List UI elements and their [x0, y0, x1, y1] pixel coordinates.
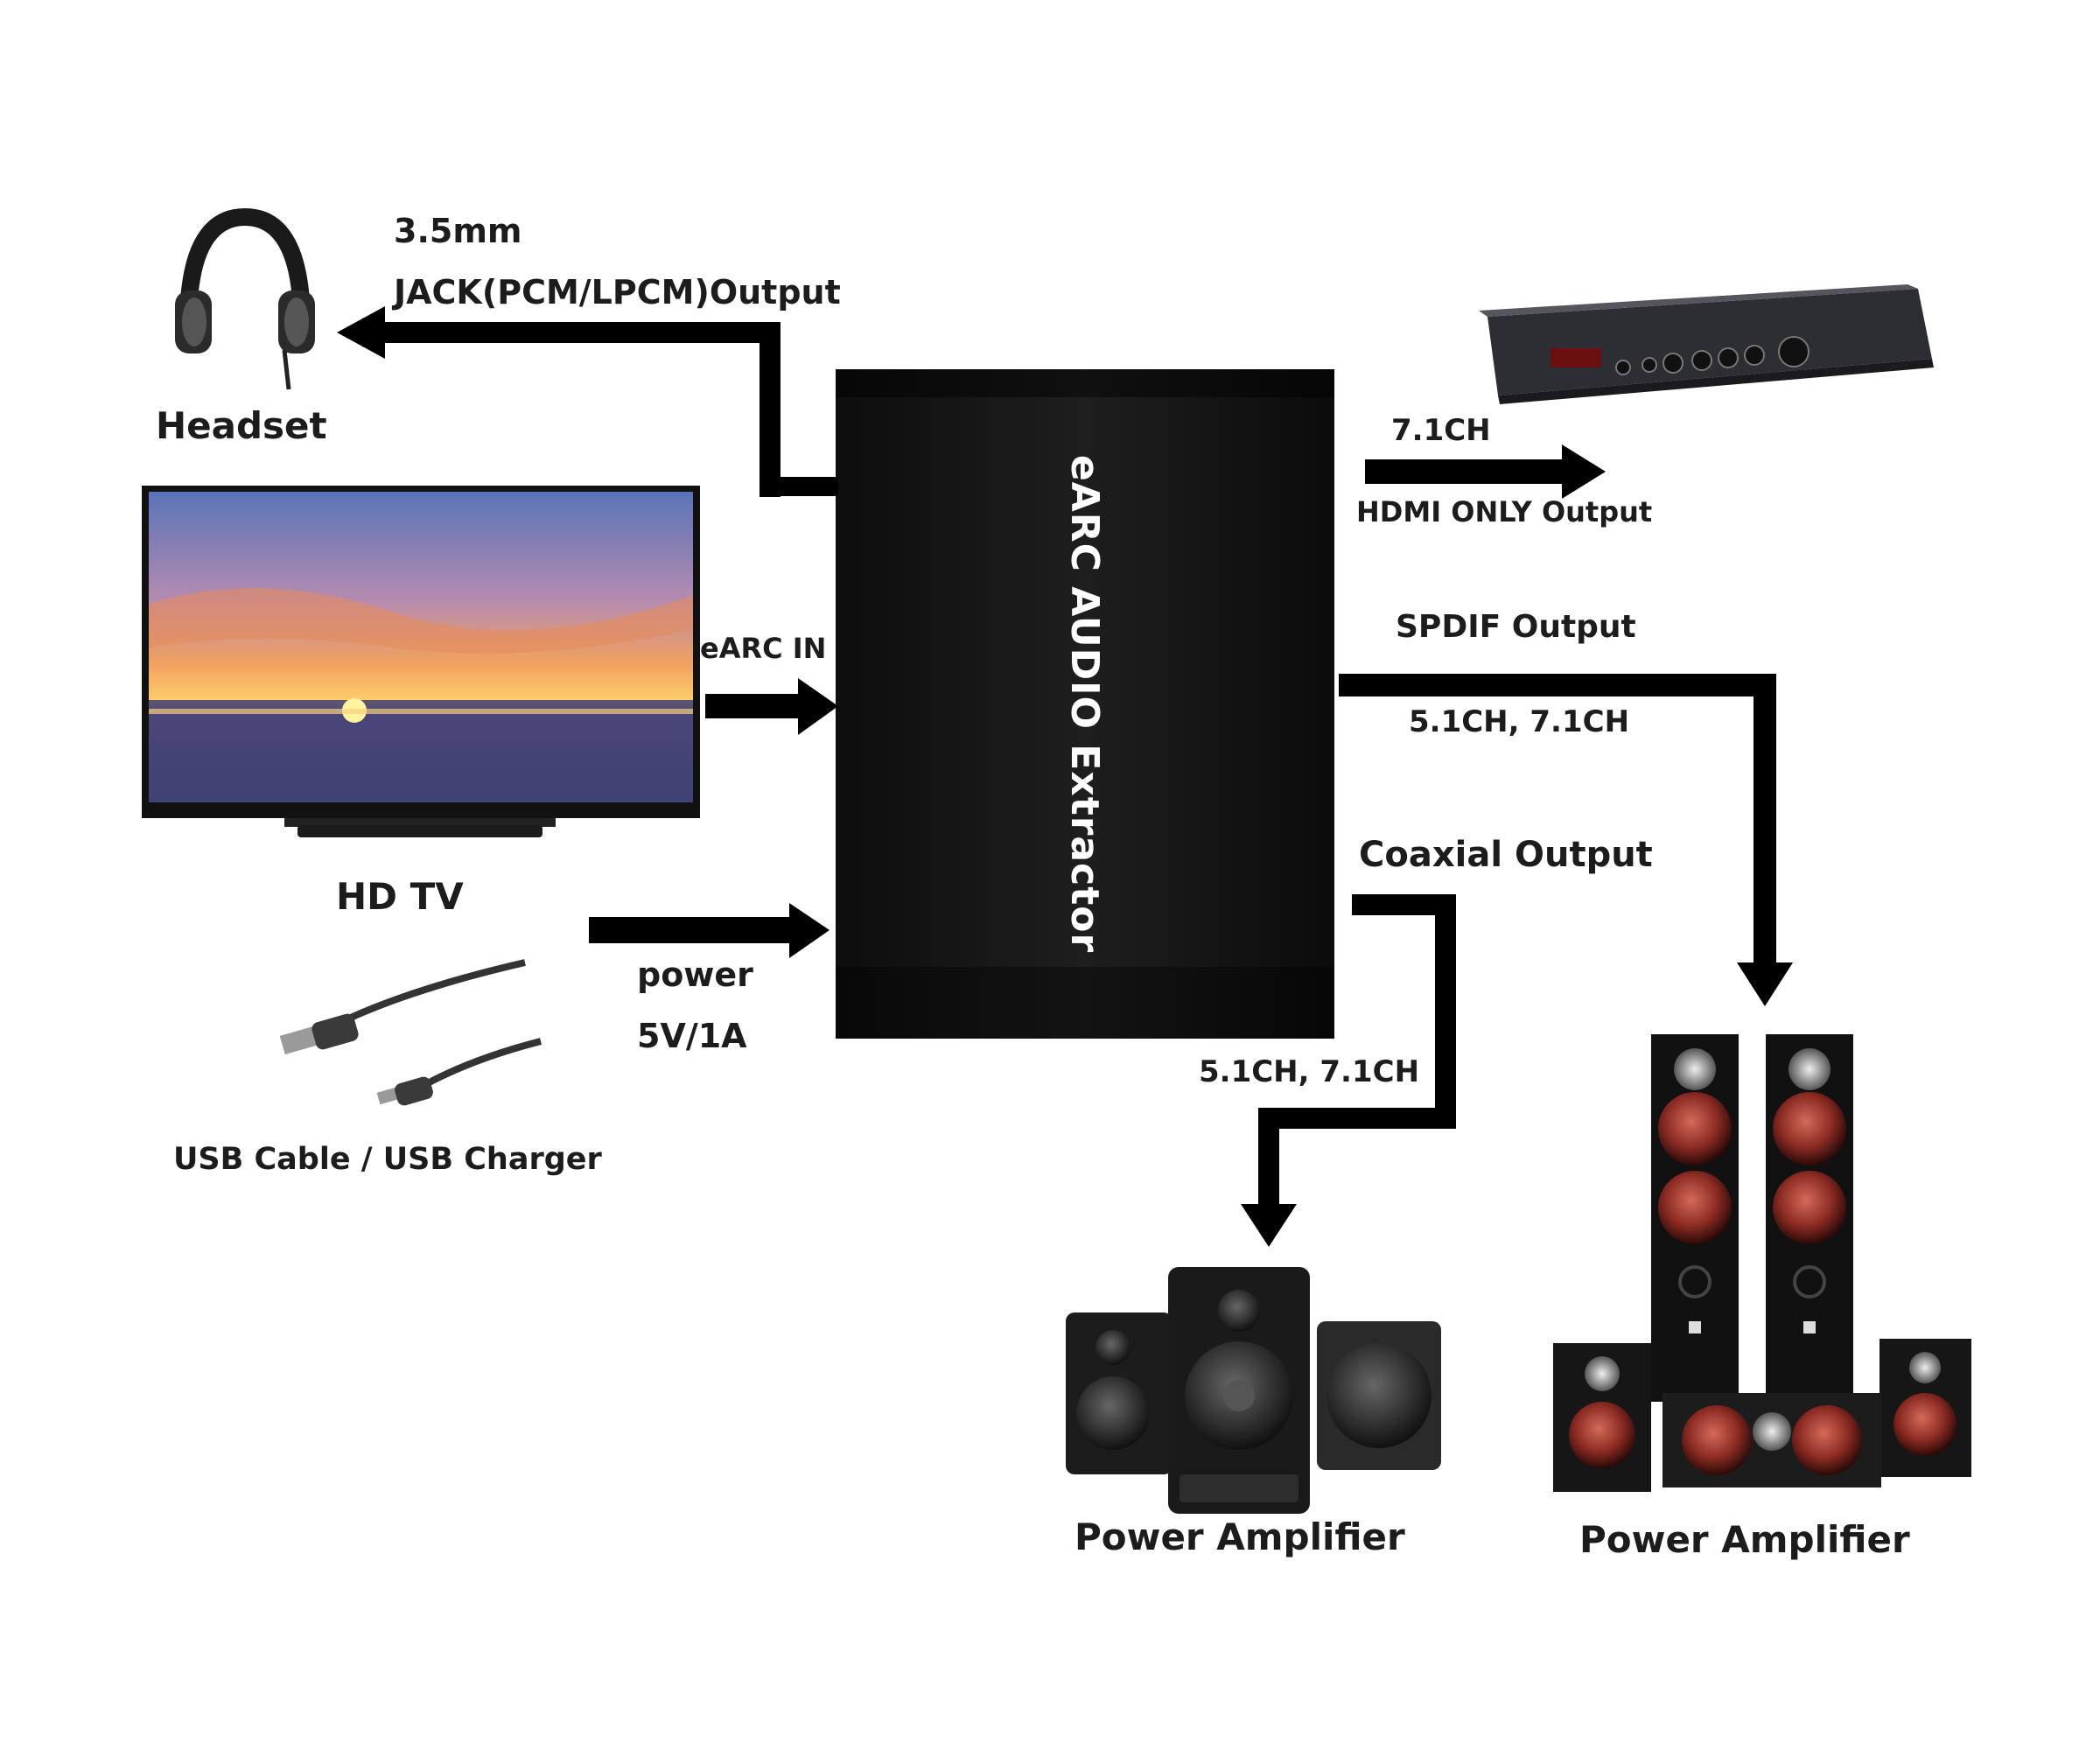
extractor-device	[836, 369, 1334, 1039]
extractor-title-area: eARC AUDIO Extractor	[836, 369, 1334, 1039]
coaxial-output-label: Coaxial Output	[1359, 835, 1653, 875]
surround-speaker-left	[1553, 1343, 1651, 1492]
arrow-spdif-output	[1339, 674, 1793, 1006]
headset-label: Headset	[156, 404, 327, 447]
speaker-set-right-icon	[1553, 1034, 1971, 1492]
arrow-earc-in	[705, 678, 838, 735]
hdmi-output-label: HDMI ONLY Output	[1356, 495, 1653, 528]
av-receiver-icon	[1479, 284, 1934, 404]
surround-speaker-right	[1880, 1339, 1971, 1477]
center-speaker	[1662, 1393, 1881, 1488]
earc-in-label: eARC IN	[700, 632, 827, 665]
amp-right-label: Power Amplifier	[1579, 1518, 1910, 1561]
tv-label: HD TV	[336, 875, 464, 918]
tower-speaker-left	[1651, 1034, 1739, 1402]
power-spec-label: 5V/1A	[637, 1017, 747, 1055]
usb-label: USB Cable / USB Charger	[173, 1142, 602, 1177]
arrow-coaxial-output	[1241, 894, 1456, 1247]
headphones-icon	[175, 207, 315, 390]
spdif-output-label: SPDIF Output	[1396, 609, 1636, 645]
speaker-set-left-icon	[1066, 1267, 1441, 1514]
power-label: power	[637, 956, 753, 994]
device-title: eARC AUDIO Extractor	[1062, 454, 1108, 954]
headset-output-line1: 3.5mm	[394, 212, 522, 250]
headset-output-line2: JACK(PCM/LPCM)Output	[394, 273, 841, 312]
hdmi-channels-label: 7.1CH	[1391, 413, 1491, 448]
spdif-channels-label: 5.1CH, 7.1CH	[1409, 704, 1630, 739]
arrow-headset-output	[337, 306, 838, 497]
tower-speaker-right	[1766, 1034, 1853, 1402]
coaxial-channels-label: 5.1CH, 7.1CH	[1199, 1054, 1420, 1089]
usb-cable-icon	[279, 959, 542, 1106]
arrow-hdmi-output	[1365, 444, 1606, 499]
amp-left-label: Power Amplifier	[1074, 1516, 1405, 1558]
tv-icon	[142, 486, 700, 837]
arrow-power-in	[589, 903, 830, 958]
